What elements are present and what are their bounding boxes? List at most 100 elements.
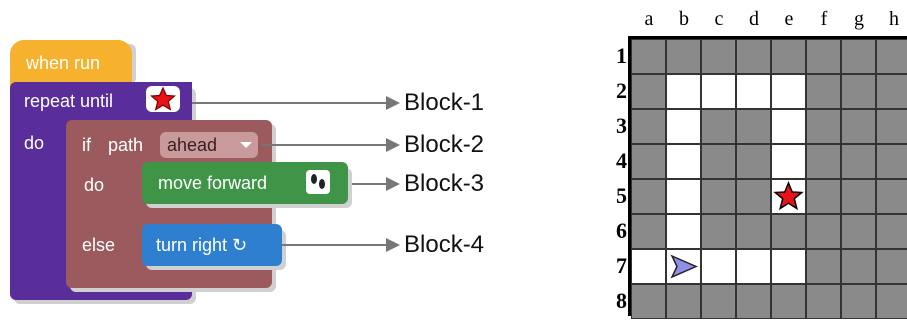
wall-cell	[736, 214, 771, 249]
path-label: path	[108, 135, 144, 155]
wall-cell	[841, 109, 876, 144]
open-cell	[771, 249, 806, 284]
wall-cell	[736, 144, 771, 179]
wall-cell	[701, 284, 736, 319]
wall-cell	[631, 179, 666, 214]
callout-block-2: Block-2	[404, 131, 485, 158]
do-label: do	[24, 133, 45, 153]
wall-cell	[841, 249, 876, 284]
callout-block-3: Block-3	[404, 170, 485, 197]
open-cell	[666, 74, 701, 109]
star-icon	[146, 86, 180, 112]
wall-cell	[876, 74, 907, 109]
dropdown-value: ahead	[167, 135, 218, 155]
column-label: g	[854, 8, 864, 30]
wall-cell	[701, 144, 736, 179]
wall-cell	[701, 109, 736, 144]
open-cell	[771, 144, 806, 179]
wall-cell	[631, 74, 666, 109]
column-label: d	[749, 8, 759, 30]
open-cell	[771, 74, 806, 109]
wall-cell	[876, 109, 907, 144]
callout-block-4: Block-4	[404, 231, 485, 258]
row-label: 6	[616, 218, 627, 243]
row-label: 4	[616, 148, 627, 173]
turn-right-block[interactable]: turn right ↻	[142, 224, 282, 266]
wall-cell	[876, 214, 907, 249]
open-cell	[666, 144, 701, 179]
wall-cell	[806, 39, 841, 74]
row-label: 5	[616, 183, 627, 208]
chevron-down-icon	[240, 142, 252, 148]
if-label: if	[82, 135, 91, 155]
open-cell	[771, 179, 806, 214]
callout-arrow-line	[192, 102, 388, 104]
column-label: f	[820, 8, 828, 30]
wall-cell	[806, 109, 841, 144]
wall-cell	[736, 179, 771, 214]
wall-cell	[841, 39, 876, 74]
arrow-right-icon	[386, 138, 400, 152]
wall-cell	[876, 249, 907, 284]
column-label: e	[784, 8, 794, 30]
footprints-icon	[306, 170, 330, 194]
open-cell	[736, 74, 771, 109]
arrow-right-icon	[386, 177, 400, 191]
wall-cell	[701, 214, 736, 249]
column-label: b	[679, 8, 689, 30]
wall-cell	[701, 179, 736, 214]
open-cell	[771, 109, 806, 144]
callout-arrow-line	[262, 144, 388, 146]
wall-cell	[771, 39, 806, 74]
row-label: 1	[616, 43, 627, 68]
arrow-right-icon	[386, 238, 400, 252]
wall-cell	[841, 144, 876, 179]
open-cell	[701, 249, 736, 284]
wall-cell	[876, 284, 907, 319]
wall-cell	[631, 109, 666, 144]
if-do-label: do	[84, 175, 105, 195]
wall-cell	[771, 284, 806, 319]
wall-cell	[631, 284, 666, 319]
callout-arrow-line	[282, 244, 388, 246]
move-forward-label: move forward	[158, 173, 268, 193]
wall-cell	[806, 214, 841, 249]
when-run-block[interactable]: when run	[10, 40, 132, 90]
maze-grid	[628, 36, 907, 319]
wall-cell	[771, 214, 806, 249]
wall-cell	[876, 144, 907, 179]
repeat-until-label: repeat until	[24, 91, 114, 111]
wall-cell	[806, 144, 841, 179]
wall-cell	[806, 74, 841, 109]
open-cell	[736, 249, 771, 284]
direction-dropdown[interactable]: ahead	[160, 132, 258, 158]
else-label: else	[82, 235, 116, 255]
open-cell	[666, 109, 701, 144]
wall-cell	[806, 284, 841, 319]
wall-cell	[841, 214, 876, 249]
turn-right-label: turn right ↻	[156, 235, 248, 255]
column-label: c	[714, 8, 724, 30]
open-cell	[666, 214, 701, 249]
wall-cell	[631, 39, 666, 74]
wall-cell	[841, 284, 876, 319]
wall-cell	[701, 39, 736, 74]
wall-cell	[876, 179, 907, 214]
open-cell	[666, 249, 701, 284]
wall-cell	[806, 179, 841, 214]
arrow-right-icon	[386, 96, 400, 110]
row-label: 3	[616, 113, 627, 138]
wall-cell	[631, 144, 666, 179]
open-cell	[666, 179, 701, 214]
player-arrow-icon	[670, 254, 698, 279]
wall-cell	[666, 284, 701, 319]
goal-star-icon	[773, 181, 804, 211]
wall-cell	[736, 39, 771, 74]
wall-cell	[876, 39, 907, 74]
wall-cell	[631, 214, 666, 249]
open-cell	[631, 249, 666, 284]
row-label: 8	[616, 288, 627, 313]
column-label: h	[889, 8, 899, 30]
row-label: 7	[616, 253, 627, 278]
wall-cell	[841, 74, 876, 109]
